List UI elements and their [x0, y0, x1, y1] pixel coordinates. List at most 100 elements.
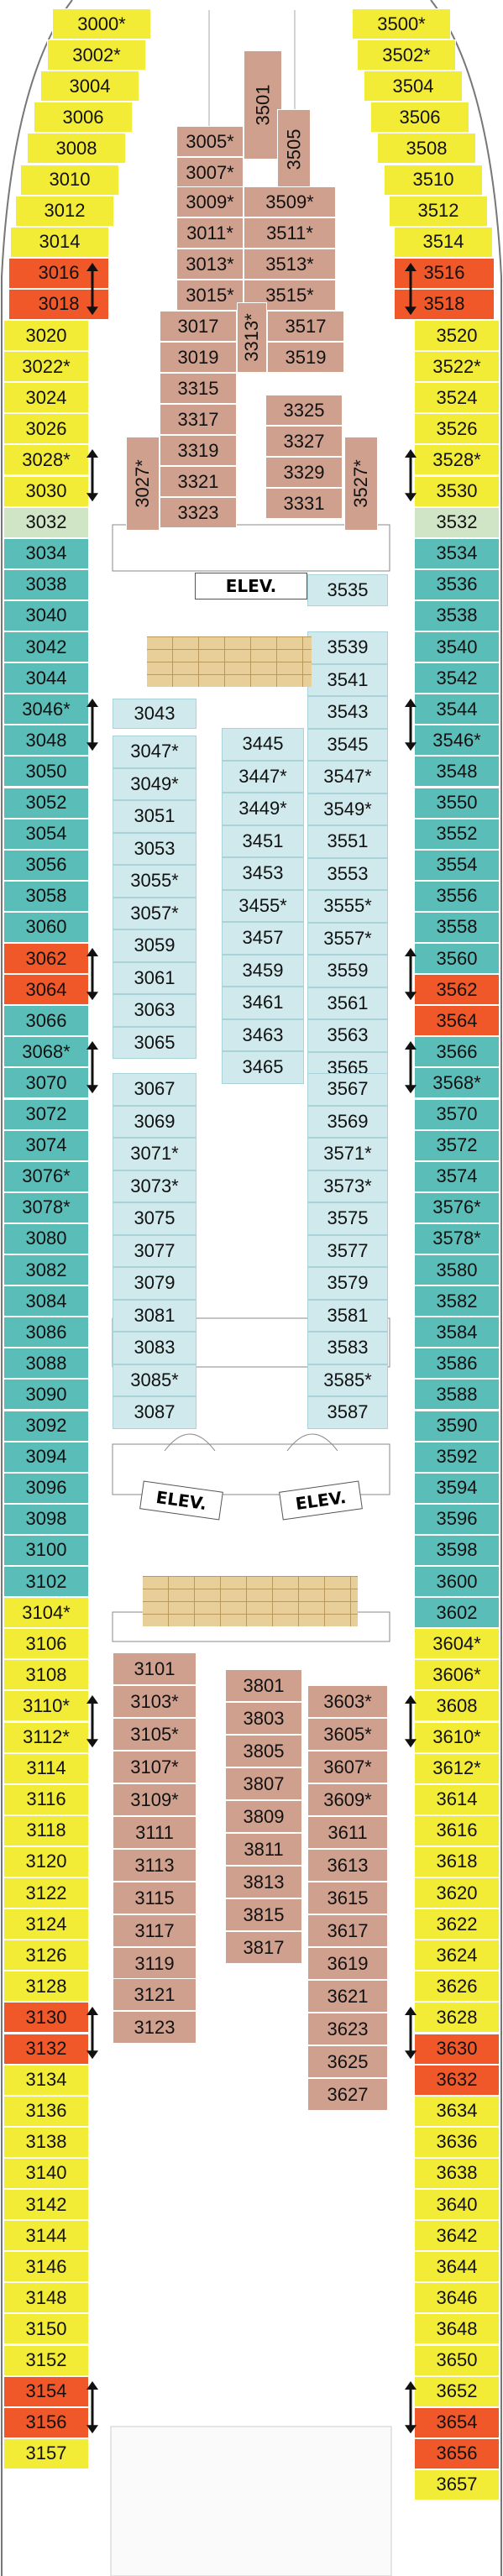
cabin-3549[interactable]: 3549* [307, 793, 388, 825]
cabin-3047[interactable]: 3047* [113, 736, 196, 768]
cabin-3620[interactable]: 3620 [414, 1877, 500, 1909]
cabin-3616[interactable]: 3616 [414, 1814, 500, 1846]
cabin-3059[interactable]: 3059 [113, 929, 196, 962]
cabin-3803[interactable]: 3803 [225, 1702, 302, 1735]
cabin-3588[interactable]: 3588 [414, 1379, 500, 1411]
cabin-3075[interactable]: 3075 [113, 1202, 196, 1235]
cabin-3528[interactable]: 3528* [414, 444, 500, 476]
cabin-3566[interactable]: 3566 [414, 1036, 500, 1068]
cabin-3156[interactable]: 3156 [3, 2406, 89, 2438]
cabin-3613[interactable]: 3613 [307, 1849, 388, 1882]
cabin-3556[interactable]: 3556 [414, 880, 500, 912]
cabin-3082[interactable]: 3082 [3, 1254, 89, 1286]
cabin-3034[interactable]: 3034 [3, 537, 89, 569]
cabin-3114[interactable]: 3114 [3, 1752, 89, 1784]
cabin-3572[interactable]: 3572 [414, 1129, 500, 1161]
cabin-3118[interactable]: 3118 [3, 1814, 89, 1846]
cabin-3551[interactable]: 3551 [307, 825, 388, 858]
cabin-3449[interactable]: 3449* [222, 793, 304, 825]
cabin-3049[interactable]: 3049* [113, 767, 196, 800]
cabin-3465[interactable]: 3465 [222, 1051, 304, 1084]
cabin-3524[interactable]: 3524 [414, 382, 500, 414]
cabin-3644[interactable]: 3644 [414, 2251, 500, 2283]
cabin-3144[interactable]: 3144 [3, 2220, 89, 2252]
cabin-3070[interactable]: 3070 [3, 1067, 89, 1099]
cabin-3646[interactable]: 3646 [414, 2282, 500, 2314]
cabin-3520[interactable]: 3520 [414, 320, 500, 352]
cabin-3617[interactable]: 3617 [307, 1914, 388, 1947]
cabin-3583[interactable]: 3583 [307, 1332, 388, 1364]
cabin-3585[interactable]: 3585* [307, 1364, 388, 1396]
cabin-3801[interactable]: 3801 [225, 1669, 302, 1702]
cabin-3130[interactable]: 3130 [3, 2002, 89, 2034]
cabin-3522[interactable]: 3522* [414, 351, 500, 383]
cabin-3561[interactable]: 3561 [307, 987, 388, 1019]
cabin-3050[interactable]: 3050 [3, 756, 89, 788]
cabin-3535[interactable]: 3535 [307, 574, 388, 606]
cabin-3140[interactable]: 3140 [3, 2157, 89, 2189]
cabin-3026[interactable]: 3026 [3, 413, 89, 445]
cabin-3813[interactable]: 3813 [225, 1866, 302, 1898]
cabin-3542[interactable]: 3542 [414, 662, 500, 694]
cabin-3115[interactable]: 3115 [113, 1882, 196, 1914]
cabin-3005[interactable]: 3005* [176, 126, 244, 157]
cabin-3027[interactable]: 3027* [126, 437, 160, 531]
cabin-3501[interactable]: 3501 [244, 50, 282, 160]
cabin-3098[interactable]: 3098 [3, 1503, 89, 1535]
cabin-3317[interactable]: 3317 [160, 404, 237, 435]
cabin-3553[interactable]: 3553 [307, 857, 388, 890]
cabin-3536[interactable]: 3536 [414, 568, 500, 600]
cabin-3511[interactable]: 3511* [244, 217, 336, 249]
cabin-3148[interactable]: 3148 [3, 2282, 89, 2314]
cabin-3094[interactable]: 3094 [3, 1441, 89, 1473]
cabin-3138[interactable]: 3138 [3, 2126, 89, 2158]
cabin-3122[interactable]: 3122 [3, 1877, 89, 1909]
cabin-3453[interactable]: 3453 [222, 857, 304, 890]
cabin-3577[interactable]: 3577 [307, 1234, 388, 1267]
cabin-3554[interactable]: 3554 [414, 849, 500, 881]
cabin-3116[interactable]: 3116 [3, 1783, 89, 1815]
cabin-3632[interactable]: 3632 [414, 2064, 500, 2096]
cabin-3044[interactable]: 3044 [3, 662, 89, 694]
cabin-3610[interactable]: 3610* [414, 1721, 500, 1753]
cabin-3053[interactable]: 3053 [113, 832, 196, 865]
cabin-3573[interactable]: 3573* [307, 1170, 388, 1202]
cabin-3579[interactable]: 3579 [307, 1267, 388, 1300]
cabin-3509[interactable]: 3509* [244, 186, 336, 217]
cabin-3586[interactable]: 3586 [414, 1348, 500, 1380]
cabin-3539[interactable]: 3539 [307, 631, 388, 664]
cabin-3004[interactable]: 3004 [40, 71, 139, 102]
cabin-3654[interactable]: 3654 [414, 2406, 500, 2438]
cabin-3563[interactable]: 3563 [307, 1019, 388, 1052]
cabin-3545[interactable]: 3545 [307, 728, 388, 761]
cabin-3619[interactable]: 3619 [307, 1947, 388, 1980]
cabin-3073[interactable]: 3073* [113, 1170, 196, 1202]
cabin-3030[interactable]: 3030 [3, 475, 89, 507]
cabin-3014[interactable]: 3014 [10, 226, 109, 258]
cabin-3447[interactable]: 3447* [222, 760, 304, 793]
cabin-3611[interactable]: 3611 [307, 1816, 388, 1849]
cabin-3096[interactable]: 3096 [3, 1472, 89, 1504]
cabin-3088[interactable]: 3088 [3, 1348, 89, 1380]
cabin-3628[interactable]: 3628 [414, 2002, 500, 2034]
cabin-3548[interactable]: 3548 [414, 756, 500, 788]
cabin-3615[interactable]: 3615 [307, 1882, 388, 1914]
cabin-3081[interactable]: 3081 [113, 1299, 196, 1332]
cabin-3592[interactable]: 3592 [414, 1441, 500, 1473]
cabin-3541[interactable]: 3541 [307, 663, 388, 696]
cabin-3331[interactable]: 3331 [265, 488, 343, 519]
cabin-3329[interactable]: 3329 [265, 457, 343, 488]
cabin-3154[interactable]: 3154 [3, 2375, 89, 2407]
cabin-3559[interactable]: 3559 [307, 955, 388, 987]
cabin-3069[interactable]: 3069 [113, 1105, 196, 1138]
cabin-3150[interactable]: 3150 [3, 2313, 89, 2345]
cabin-3024[interactable]: 3024 [3, 382, 89, 414]
cabin-3006[interactable]: 3006 [34, 102, 133, 134]
cabin-3065[interactable]: 3065 [113, 1026, 196, 1059]
cabin-3609[interactable]: 3609* [307, 1783, 388, 1816]
cabin-3594[interactable]: 3594 [414, 1472, 500, 1504]
cabin-3055[interactable]: 3055* [113, 865, 196, 898]
cabin-3505[interactable]: 3505 [277, 109, 311, 189]
cabin-3022[interactable]: 3022* [3, 351, 89, 383]
cabin-3506[interactable]: 3506 [370, 102, 469, 134]
